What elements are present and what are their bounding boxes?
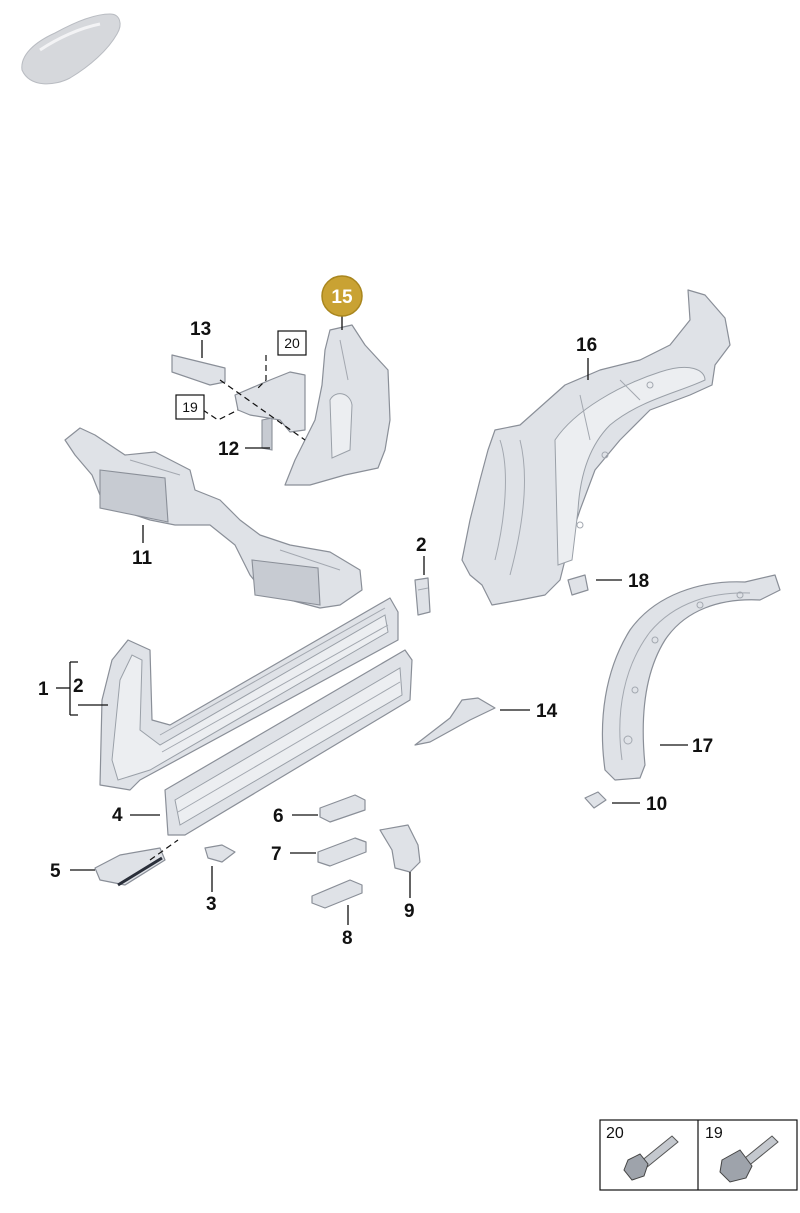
label-18[interactable]: 18 xyxy=(628,571,649,592)
part-2-bracket xyxy=(414,577,431,616)
leader-lines xyxy=(56,310,688,925)
part-8-pad xyxy=(311,879,363,909)
label-7[interactable]: 7 xyxy=(271,844,282,865)
label-2-left[interactable]: 2 xyxy=(73,676,84,697)
legend-label-19: 19 xyxy=(705,1125,723,1142)
label-16[interactable]: 16 xyxy=(576,335,597,356)
label-13[interactable]: 13 xyxy=(190,319,211,340)
part-9-bent-bracket xyxy=(379,824,421,873)
part-11-cross-member xyxy=(64,427,363,609)
part-17-wheel-arch xyxy=(601,574,781,781)
part-7-pad xyxy=(317,837,367,867)
label-4[interactable]: 4 xyxy=(112,805,123,826)
bolt-19-icon[interactable] xyxy=(719,1135,779,1183)
label-20-frame xyxy=(277,330,307,356)
part-13-block xyxy=(171,354,226,386)
part-15-b-pillar xyxy=(284,324,391,486)
label-11[interactable]: 11 xyxy=(132,548,153,569)
label-15[interactable]: 15 xyxy=(331,287,353,308)
fastener-legend: 20 19 xyxy=(599,1119,798,1191)
label-19[interactable]: 19 xyxy=(182,399,198,415)
part-16-wheelhouse-inner xyxy=(461,289,731,606)
label-20-box[interactable]: 20 xyxy=(277,330,307,356)
label-19-box[interactable]: 19 xyxy=(175,394,205,420)
label-6[interactable]: 6 xyxy=(273,806,284,827)
label-14[interactable]: 14 xyxy=(536,701,558,722)
label-8[interactable]: 8 xyxy=(342,928,353,949)
label-19-frame xyxy=(175,394,205,420)
label-5[interactable]: 5 xyxy=(50,861,61,882)
part-10-clip xyxy=(584,791,607,809)
label-12[interactable]: 12 xyxy=(218,439,239,460)
label-3[interactable]: 3 xyxy=(206,894,217,915)
part-5-bracket xyxy=(94,847,166,887)
part-18-bracket xyxy=(567,574,589,596)
label-20[interactable]: 20 xyxy=(284,335,300,351)
part-14-trim xyxy=(414,697,496,746)
part-4-side-sill-inner xyxy=(164,649,413,836)
label-1[interactable]: 1 xyxy=(38,679,49,700)
part-1-side-sill-outer xyxy=(99,597,399,791)
legend-label-20: 20 xyxy=(606,1125,624,1142)
part-3-clip xyxy=(204,844,236,863)
label-17[interactable]: 17 xyxy=(692,736,713,757)
vehicle-thumbnail-icon xyxy=(21,13,121,85)
part-12-bracket xyxy=(234,371,306,451)
part-6-pad xyxy=(319,794,366,823)
label-2-right[interactable]: 2 xyxy=(416,535,427,556)
label-15-highlight[interactable]: 15 xyxy=(321,275,363,317)
highlight-badge xyxy=(321,275,363,317)
label-9[interactable]: 9 xyxy=(404,901,415,922)
label-10[interactable]: 10 xyxy=(646,794,667,815)
bolt-20-icon[interactable] xyxy=(623,1135,679,1181)
